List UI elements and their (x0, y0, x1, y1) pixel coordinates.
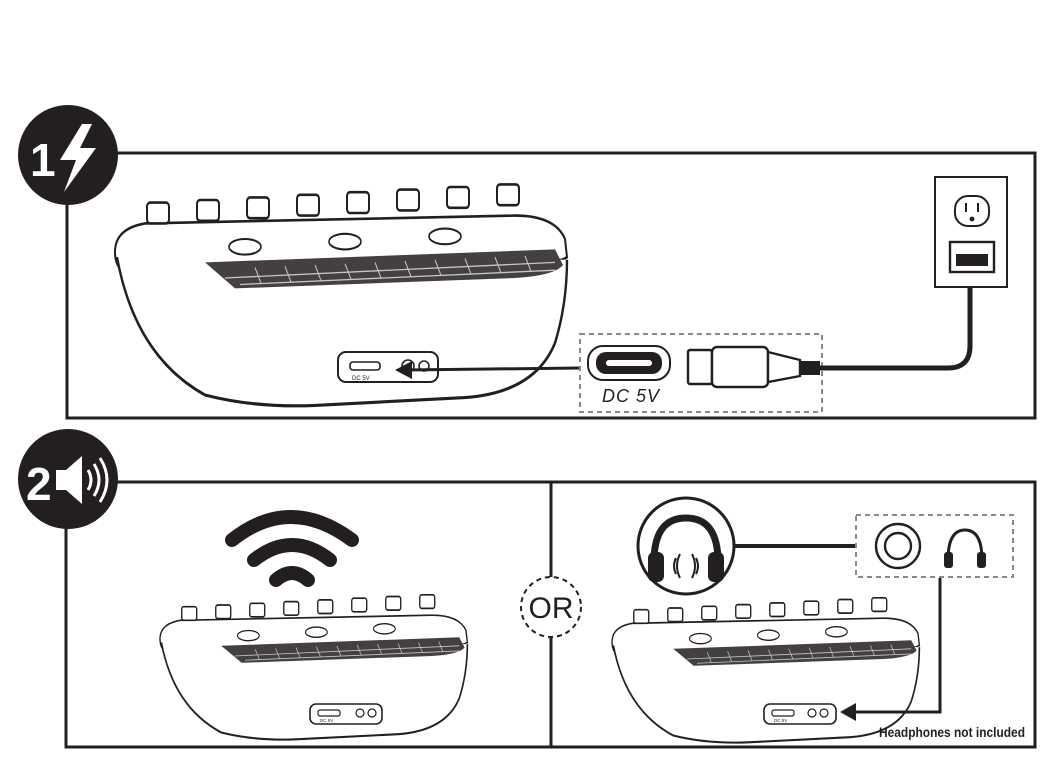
port-label-left: DC 5V (320, 718, 333, 723)
mixer-port-right: DC 5V (763, 703, 837, 725)
step-1-badge: 1 (18, 105, 118, 205)
usb-c-port-icon (587, 345, 671, 381)
headphone-jack-icon (874, 522, 922, 570)
step-2-badge: 2 (18, 429, 118, 529)
step-1-number: 1 (30, 134, 56, 186)
lightning-bolt-icon (60, 124, 96, 192)
port-zoom-box (579, 333, 823, 413)
wall-outlet-icon (934, 176, 1008, 288)
jack-zoom-box (855, 514, 1014, 578)
speaker-sound-icon (56, 456, 109, 504)
or-label: OR (529, 592, 574, 625)
mixer-port-left: DC 5V (309, 703, 383, 725)
or-divider: OR (520, 576, 582, 638)
port-label-zoom: DC 5V (602, 386, 661, 406)
headphones-icon (636, 496, 736, 596)
usb-c-plug-icon (686, 345, 820, 389)
cable-arrow (395, 361, 581, 379)
headphone-arrow (840, 578, 942, 721)
wireless-signal-icon (225, 510, 359, 587)
headphone-symbol-icon (944, 528, 986, 568)
port-label-small: DC 5V (352, 376, 370, 382)
mixer-port-panel: DC 5V (337, 351, 439, 383)
headphones-note: Headphones not included (879, 724, 1025, 740)
step-2-number: 2 (26, 458, 52, 510)
port-label-right: DC 5V (774, 718, 787, 723)
power-cable (820, 262, 973, 371)
